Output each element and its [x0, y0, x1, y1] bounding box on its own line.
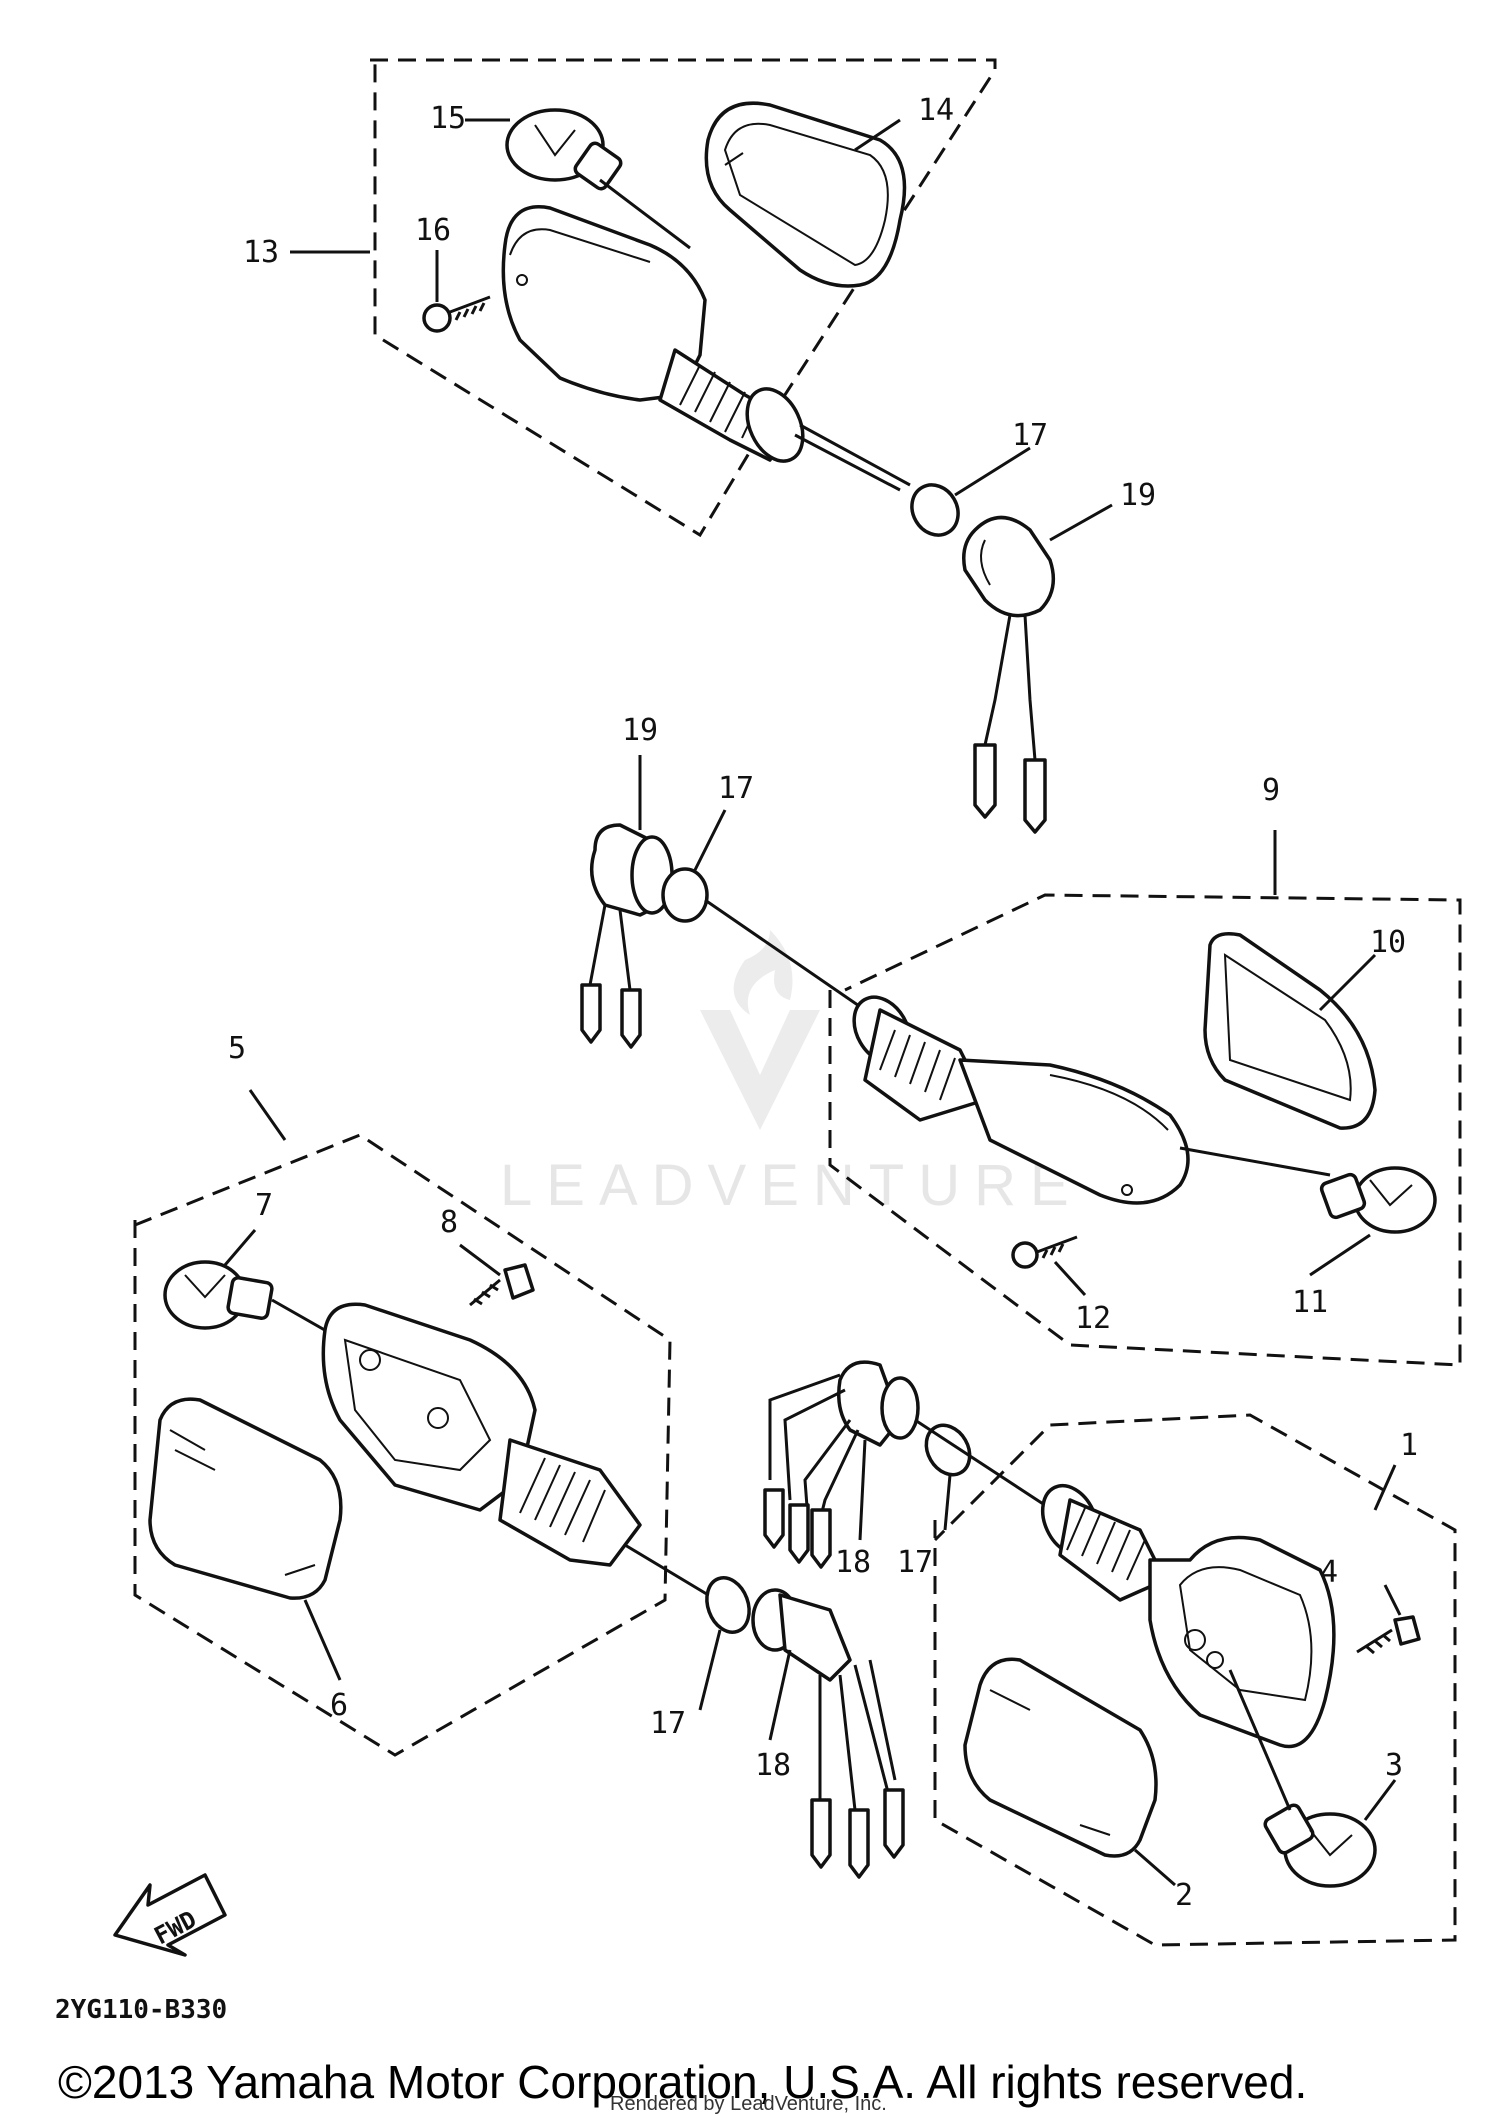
label-16: 16 [415, 213, 451, 248]
label-6: 6 [330, 1688, 348, 1723]
housing-9 [852, 995, 1190, 1205]
drawing-code: 2YG110-B330 [55, 1995, 227, 2025]
label-14: 14 [918, 93, 954, 128]
bulb-link-15 [599, 178, 691, 250]
label-1: 1 [1400, 1428, 1418, 1463]
copyright-notice: ©2013 Yamaha Motor Corporation, U.S.A. A… [58, 2056, 1307, 2108]
assembly-5 [133, 1089, 726, 1757]
label-12: 12 [1075, 1301, 1111, 1336]
label-17-right: 17 [897, 1545, 933, 1580]
boot-18-lower-left [751, 1588, 905, 1879]
screw-8 [469, 1263, 535, 1307]
label-7: 7 [255, 1188, 273, 1223]
watermark: LEADVENTURE [500, 930, 1083, 1218]
boot-18-right [763, 1360, 920, 1569]
leader-11 [1309, 1233, 1371, 1277]
grommet-17-right [924, 1423, 972, 1477]
leader-3 [1363, 1779, 1397, 1821]
leader-17-mid [693, 809, 727, 871]
label-18-right: 18 [835, 1545, 871, 1580]
bulb-link-3 [1228, 1669, 1292, 1811]
leader-10 [1318, 953, 1377, 1012]
leader-12 [1053, 1260, 1087, 1297]
label-17-mid: 17 [718, 771, 754, 806]
leader-19-top [1049, 503, 1113, 542]
bulb-7 [163, 1260, 274, 1330]
label-8: 8 [440, 1205, 458, 1240]
grommet-17-mid [661, 867, 709, 923]
housing-1 [1040, 1483, 1336, 1749]
label-19-top: 19 [1120, 478, 1156, 513]
label-4: 4 [1320, 1555, 1338, 1590]
part-labels: 15 14 13 16 17 19 19 17 9 10 12 11 5 7 8… [228, 93, 1418, 1913]
fwd-arrow-icon: FWD [113, 1873, 227, 1957]
label-2: 2 [1175, 1878, 1193, 1913]
label-18-lower-left: 18 [755, 1748, 791, 1783]
label-11: 11 [1292, 1285, 1328, 1320]
housing-13 [501, 205, 911, 492]
watermark-text: LEADVENTURE [500, 1153, 1083, 1218]
lens-14 [704, 101, 907, 288]
screw-4 [1356, 1615, 1421, 1655]
bulb-11 [1319, 1166, 1437, 1234]
screw-16 [422, 274, 528, 333]
label-3: 3 [1385, 1748, 1403, 1783]
assembly-13 [290, 58, 1113, 834]
leader-14 [854, 118, 901, 152]
label-15: 15 [430, 101, 466, 136]
label-13: 13 [243, 235, 279, 270]
leader-2 [1134, 1848, 1176, 1887]
grommet-17-top [910, 483, 960, 537]
leader-17-top [954, 446, 1031, 497]
leader-6 [303, 1599, 342, 1681]
housing-5 [321, 1302, 726, 1607]
bulb-15 [505, 108, 623, 191]
boot-19-top [962, 515, 1056, 834]
lens-2 [963, 1657, 1158, 1858]
screw-12 [1011, 1235, 1078, 1269]
leader-8 [459, 1243, 501, 1277]
bulb-3 [1263, 1803, 1377, 1888]
leader-18-right [858, 1439, 867, 1541]
label-10: 10 [1370, 925, 1406, 960]
rendered-by-notice: Rendered by LeadVenture, Inc. [610, 2093, 887, 2115]
leader-7 [223, 1229, 257, 1266]
label-17-top: 17 [1012, 418, 1048, 453]
lens-10 [1203, 932, 1377, 1130]
assembly-9 [580, 755, 1462, 1367]
assembly-1 [763, 1360, 1457, 1947]
label-9: 9 [1262, 773, 1280, 808]
lens-6 [148, 1397, 343, 1600]
label-17-lower-left: 17 [650, 1706, 686, 1741]
leader-17-right [943, 1474, 952, 1531]
label-19-mid: 19 [622, 713, 658, 748]
bulb-link-11 [1179, 1146, 1331, 1177]
boot-19-mid [580, 823, 674, 1049]
grommet-17-lower-left [698, 1576, 751, 1711]
label-5: 5 [228, 1031, 246, 1066]
leader-4 [1383, 1584, 1402, 1616]
